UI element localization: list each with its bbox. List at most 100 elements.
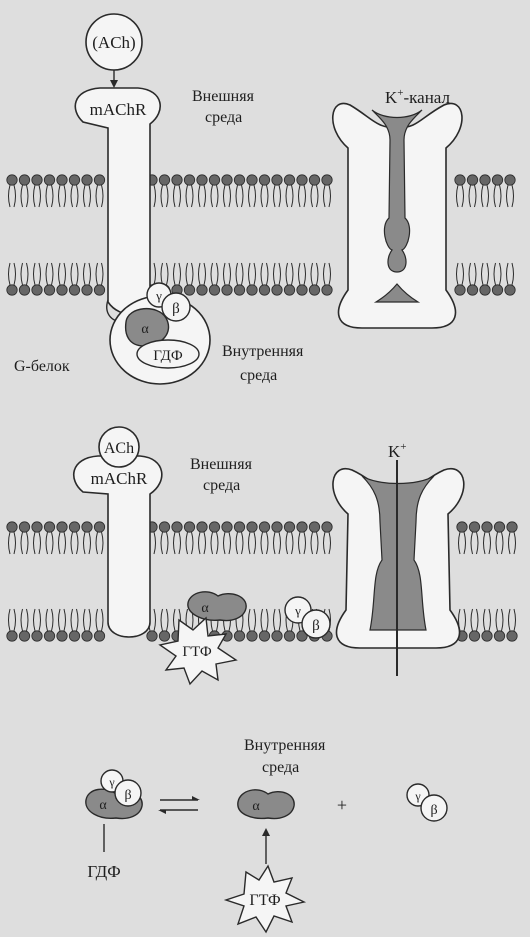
bottom-outside-label-2: среда: [203, 477, 240, 494]
lipid-head-outer: [209, 522, 219, 554]
lipid-head-outer: [94, 175, 104, 207]
lipid-head-outer: [57, 522, 67, 554]
lipid-head-outer: [222, 522, 232, 554]
lipid-head-inner: [467, 263, 477, 295]
lipid-head-inner: [469, 609, 479, 641]
lipid-head-inner: [482, 609, 492, 641]
lipid-head-inner: [94, 263, 104, 295]
top-alpha-label: α: [141, 322, 149, 337]
lipid-head-outer: [184, 522, 194, 554]
lipid-head-inner: [69, 609, 79, 641]
lipid-head-outer: [494, 522, 504, 554]
cycle-gtp-label: ГТФ: [249, 892, 280, 909]
lipid-head-inner: [494, 609, 504, 641]
lipid-head-inner: [272, 263, 282, 295]
top-outside-label-1: Внешняя: [192, 88, 255, 105]
lipid-head-outer: [19, 175, 29, 207]
bottom-receptor-label: mAChR: [91, 469, 148, 488]
lipid-head-outer: [507, 522, 517, 554]
lipid-head-outer: [297, 522, 307, 554]
bottom-panel: mAChR ACh Внешняя среда α ГТФ γ β K+: [7, 427, 517, 684]
lipid-head-inner: [455, 263, 465, 295]
cycle-alpha-label: α: [252, 799, 260, 814]
lipid-head-outer: [482, 522, 492, 554]
lipid-head-outer: [309, 175, 319, 207]
lipid-head-inner: [505, 263, 515, 295]
lipid-head-inner: [94, 609, 104, 641]
lipid-head-outer: [82, 522, 92, 554]
lipid-head-outer: [469, 522, 479, 554]
lipid-head-inner: [309, 263, 319, 295]
lipid-head-outer: [19, 522, 29, 554]
bottom-inside-label-2: среда: [262, 759, 299, 776]
lipid-head-outer: [172, 175, 182, 207]
lipid-head-inner: [259, 263, 269, 295]
lipid-head-inner: [69, 263, 79, 295]
lipid-head-outer: [467, 175, 477, 207]
top-k-channel-label: K+-канал: [385, 87, 451, 107]
lipid-head-outer: [259, 175, 269, 207]
top-outside-label-2: среда: [205, 109, 242, 126]
lipid-head-inner: [480, 263, 490, 295]
lipid-head-inner: [57, 609, 67, 641]
cycle-alpha-gdp-label: α: [99, 798, 107, 813]
gtp-cycle: Внутренняя среда α γ β ГДФ α + γ β ГТФ: [86, 737, 447, 932]
top-gdp-label: ГДФ: [153, 348, 183, 364]
lipid-head-outer: [209, 175, 219, 207]
lipid-head-inner: [247, 263, 257, 295]
lipid-head-inner: [159, 609, 169, 641]
lipid-head-inner: [44, 609, 54, 641]
lipid-head-inner: [272, 609, 282, 641]
lipid-head-outer: [69, 522, 79, 554]
top-arrowhead: [110, 80, 118, 88]
lipid-head-outer: [272, 522, 282, 554]
lipid-head-outer: [57, 175, 67, 207]
lipid-head-outer: [247, 522, 257, 554]
cycle-beta-right-label: β: [430, 803, 437, 818]
top-ach-label: (ACh): [92, 33, 135, 52]
lipid-head-inner: [297, 263, 307, 295]
cycle-gamma-left-label: γ: [108, 775, 115, 789]
lipid-head-inner: [322, 263, 332, 295]
top-receptor-label: mAChR: [90, 100, 147, 119]
lipid-head-outer: [69, 175, 79, 207]
lipid-head-inner: [7, 263, 17, 295]
lipid-head-inner: [44, 263, 54, 295]
lipid-head-outer: [284, 175, 294, 207]
lipid-head-inner: [19, 263, 29, 295]
lipid-head-outer: [247, 175, 257, 207]
lipid-head-inner: [19, 609, 29, 641]
top-inside-label-2: среда: [240, 367, 277, 384]
lipid-head-outer: [222, 175, 232, 207]
lipid-head-outer: [184, 175, 194, 207]
lipid-head-inner: [57, 263, 67, 295]
lipid-head-outer: [197, 175, 207, 207]
lipid-head-inner: [259, 609, 269, 641]
lipid-head-inner: [32, 263, 42, 295]
lipid-head-outer: [44, 522, 54, 554]
cycle-gtp-arrowhead: [262, 828, 270, 836]
bottom-alpha-subunit: [188, 592, 246, 621]
bottom-inside-label-1: Внутренняя: [244, 737, 326, 754]
bottom-alpha-label: α: [201, 601, 209, 616]
lipid-head-inner: [209, 263, 219, 295]
lipid-head-outer: [197, 522, 207, 554]
lipid-head-outer: [492, 175, 502, 207]
lipid-head-outer: [322, 175, 332, 207]
top-g-protein-label: G-белок: [14, 358, 70, 375]
lipid-head-inner: [247, 609, 257, 641]
lipid-head-outer: [32, 175, 42, 207]
cycle-beta-left-label: β: [124, 788, 131, 803]
top-receptor-shape: [75, 88, 160, 315]
bottom-k-ion-label: K+: [388, 441, 407, 461]
cycle-plus: +: [337, 795, 347, 815]
lipid-head-inner: [82, 609, 92, 641]
bottom-outside-label-1: Внешняя: [190, 456, 253, 473]
lipid-head-outer: [82, 175, 92, 207]
lipid-head-outer: [297, 175, 307, 207]
lipid-head-outer: [455, 175, 465, 207]
lipid-head-inner: [184, 263, 194, 295]
equilibrium-arrows: [158, 796, 200, 814]
lipid-head-outer: [44, 175, 54, 207]
lipid-head-inner: [32, 609, 42, 641]
